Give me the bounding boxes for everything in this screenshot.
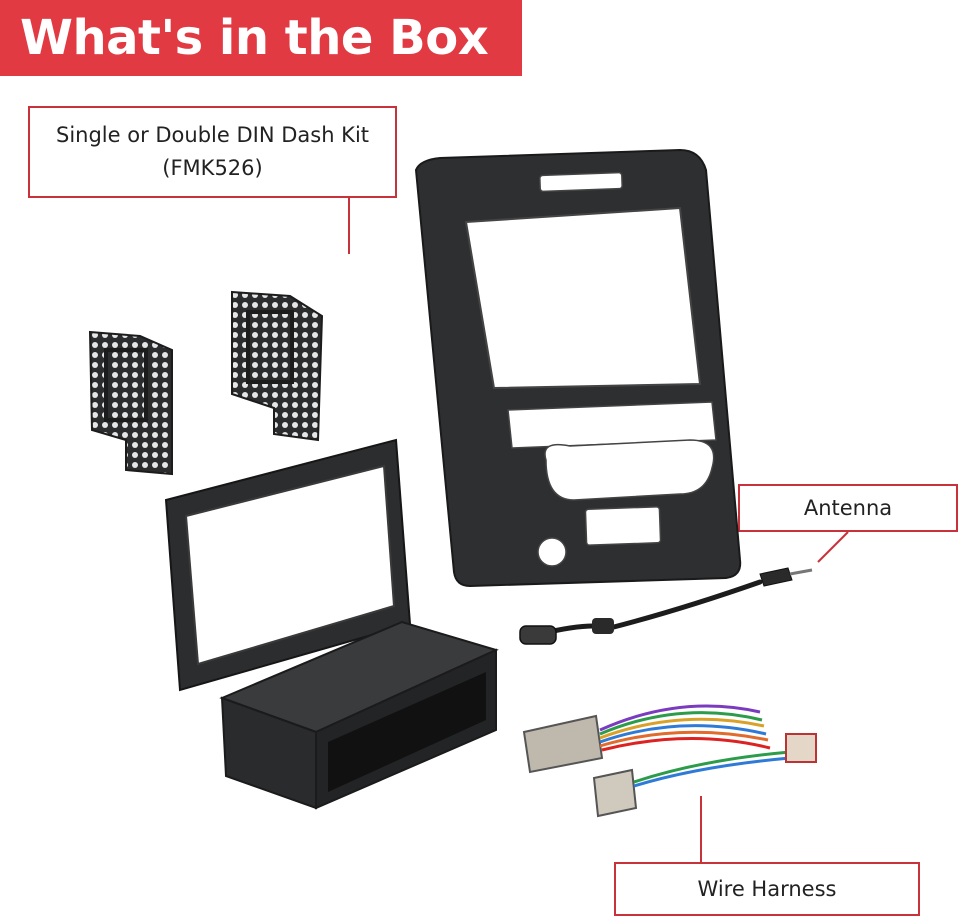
antenna-callout: Antenna [738, 484, 958, 532]
dash-kit-model: (FMK526) [162, 156, 263, 180]
din-bracket-right [231, 290, 324, 442]
wire-harness-leader-line [700, 796, 702, 862]
double-din-frame [164, 438, 412, 692]
dash-kit-label: Single or Double DIN Dash Kit [55, 123, 370, 147]
page-title: What's in the Box [20, 10, 489, 66]
wire-harness [522, 704, 817, 818]
dash-bezel-large [414, 148, 742, 588]
antenna-adapter [519, 567, 813, 645]
iso-mount-pocket [219, 620, 499, 810]
dash-kit-leader-line [348, 198, 350, 254]
wire-harness-callout: Wire Harness [614, 862, 920, 916]
antenna-leader-line [817, 531, 849, 563]
antenna-label: Antenna [803, 496, 893, 520]
wire-harness-label: Wire Harness [697, 877, 837, 901]
dash-kit-callout: Single or Double DIN Dash Kit (FMK526) [28, 106, 397, 198]
title-banner: What's in the Box [0, 0, 522, 76]
din-bracket-left [88, 330, 173, 476]
